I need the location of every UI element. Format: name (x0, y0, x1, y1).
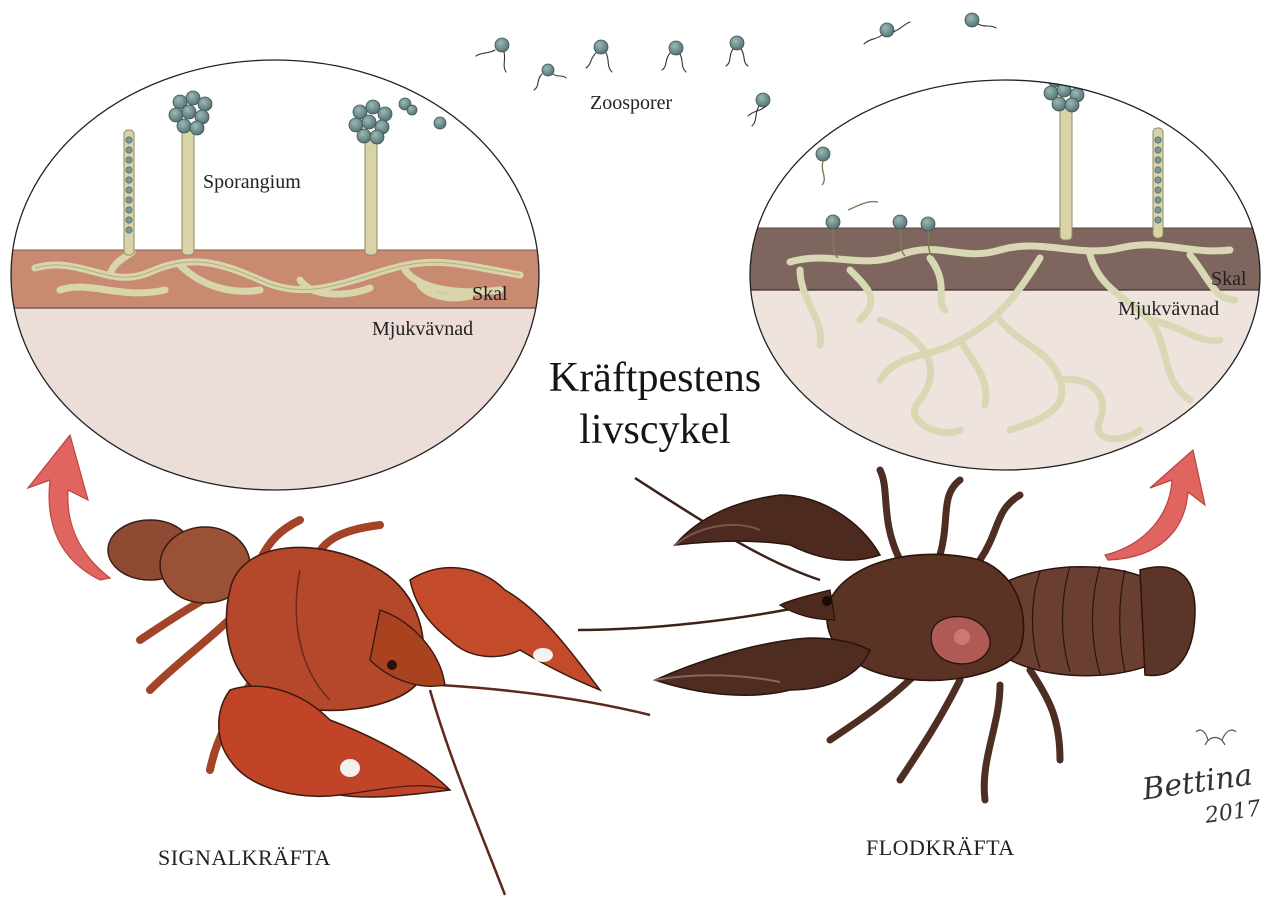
right-arrow-icon (1105, 450, 1205, 560)
soft-tissue-label-left: Mjukvävnad (372, 318, 473, 341)
soft-tissue-label-right: Mjukvävnad (1118, 298, 1219, 321)
title-line-1: Kräftpestens (520, 352, 790, 404)
diagram-title: Kräftpestens livscykel (520, 352, 790, 456)
right-magnified-circle (740, 61, 1270, 490)
noble-crayfish-caption: FLODKRÄFTA (866, 835, 1015, 861)
left-arrow-icon (28, 435, 110, 580)
signal-crayfish-caption: SIGNALKRÄFTA (158, 845, 331, 871)
signal-crayfish-illustration (108, 520, 650, 895)
shell-label-left: Skal (472, 283, 508, 306)
artist-signature-mark (1196, 730, 1236, 745)
sporangium-label: Sporangium (203, 171, 301, 194)
zoosporer-label: Zoosporer (590, 92, 672, 115)
title-line-2: livscykel (520, 404, 790, 456)
shell-label-right: Skal (1211, 268, 1247, 291)
noble-crayfish-illustration (578, 470, 1195, 800)
